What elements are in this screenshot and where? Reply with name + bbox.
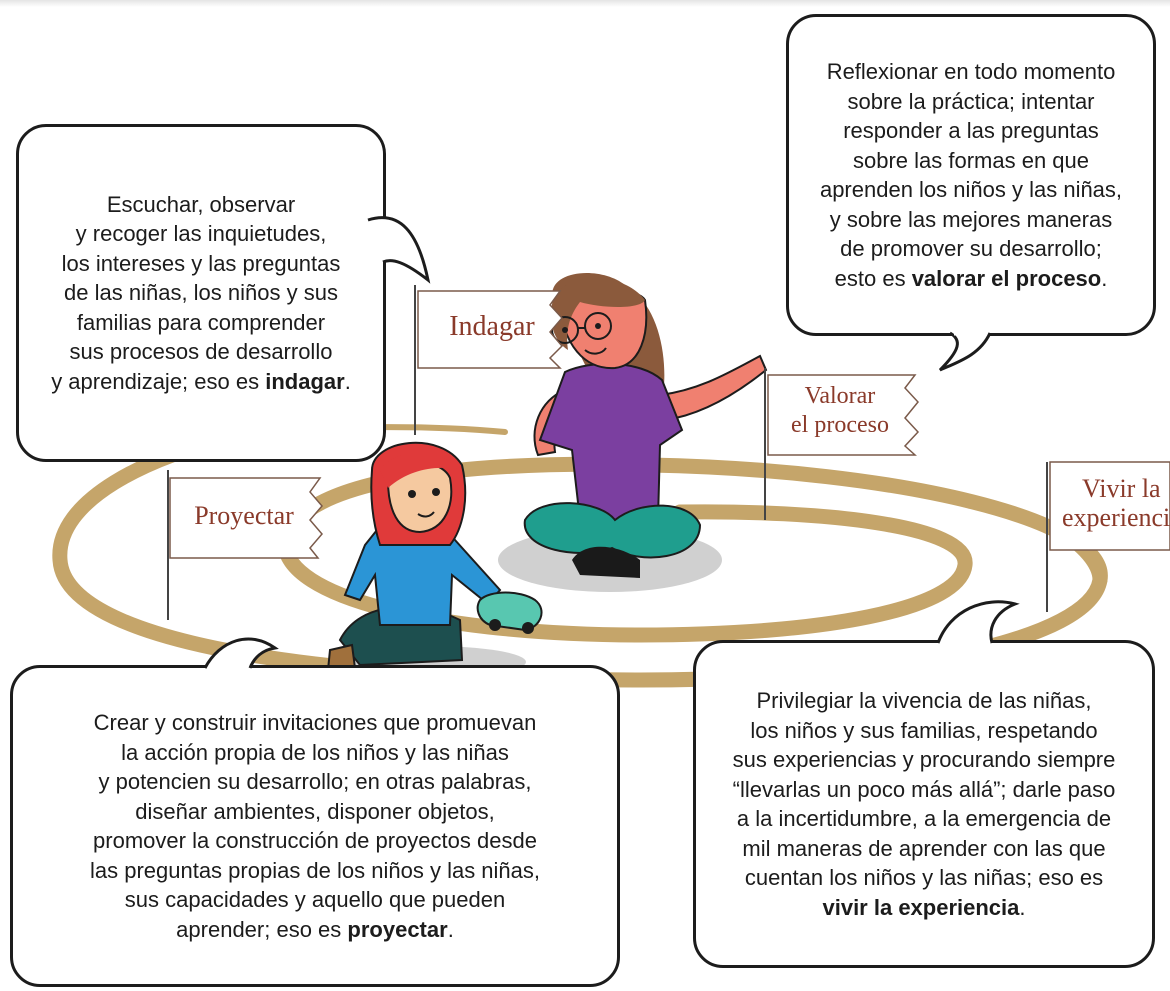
bubble-line: las preguntas propias de los niños y las… bbox=[89, 857, 541, 883]
flag-label-valorar-line-1: Valorar bbox=[804, 383, 876, 409]
bubble-line: Privilegiar la vivencia de las niñas, bbox=[756, 688, 1092, 713]
bubble-line: la acción propia de los niños y las niña… bbox=[121, 739, 509, 765]
last-line-suffix: . bbox=[1019, 894, 1026, 920]
bubble-line: y potencien su desarrollo; en otras pala… bbox=[98, 769, 532, 794]
bubble-line: sus capacidades y aquello que pueden bbox=[124, 887, 506, 912]
keyword-proyectar: proyectar bbox=[347, 916, 448, 942]
top-edge-shadow bbox=[0, 0, 1170, 7]
bubble-last-line: aprender; eso es proyectar. bbox=[176, 915, 454, 945]
flag-label-vivir-line-1: Vivir la bbox=[1082, 474, 1161, 503]
bubble-line: y sobre las mejores maneras bbox=[829, 206, 1113, 232]
flag-label-valorar: Valorar el proceso bbox=[775, 382, 905, 440]
bubble-line: los intereses y las preguntas bbox=[61, 250, 341, 276]
bubble-line: cuentan los niños y las niñas; eso es bbox=[744, 865, 1104, 890]
bubble-proyectar: Crear y construir invitaciones que promu… bbox=[10, 665, 620, 987]
bubble-last-line: y aprendizaje; eso es indagar. bbox=[51, 367, 351, 397]
bubble-valorar: Reflexionar en todo momento sobre la prá… bbox=[786, 14, 1156, 336]
flag-label-valorar-line-2: el proceso bbox=[791, 412, 889, 438]
flag-label-indagar: Indagar bbox=[449, 311, 535, 342]
bubble-line: los niños y sus familias, respetando bbox=[750, 717, 1098, 743]
bubble-line: Crear y construir invitaciones que promu… bbox=[93, 710, 537, 735]
bubble-vivir: Privilegiar la vivencia de las niñas, lo… bbox=[693, 640, 1155, 968]
keyword-indagar: indagar bbox=[265, 368, 345, 394]
flag-poles bbox=[167, 285, 1048, 620]
bubble-line: Reflexionar en todo momento bbox=[826, 59, 1116, 84]
bubble-line: promover la construcción de proyectos de… bbox=[93, 828, 537, 853]
bubble-line: sobre la práctica; intentar bbox=[847, 88, 1095, 114]
flag-label-proyectar: Proyectar bbox=[194, 501, 294, 530]
child-figure bbox=[326, 441, 543, 672]
teacher-figure bbox=[523, 273, 768, 578]
bubble-line: familias para comprender bbox=[76, 309, 326, 335]
last-line-suffix: . bbox=[1101, 265, 1108, 291]
flag-label-vivir: Vivir la experiencia bbox=[1062, 474, 1170, 532]
bubble-line: mil maneras de aprender con las que bbox=[742, 835, 1106, 861]
bubble-line: a la incertidumbre, a la emergencia de bbox=[736, 806, 1112, 831]
bubble-line: sobre las formas en que bbox=[852, 147, 1090, 173]
keyword-valorar: valorar el proceso bbox=[911, 265, 1102, 291]
keyword-vivir: vivir la experiencia bbox=[822, 894, 1020, 920]
flag-label-vivir-line-2: experiencia bbox=[1062, 503, 1170, 532]
bubble-indagar: Escuchar, observar y recoger las inquiet… bbox=[16, 124, 386, 462]
bubble-line: “llevarlas un poco más allá”; darle paso bbox=[732, 776, 1116, 802]
bubble-line: de las niñas, los niños y sus bbox=[64, 280, 338, 306]
bubble-line: responder a las preguntas bbox=[843, 118, 1099, 143]
last-line-suffix: . bbox=[447, 916, 454, 942]
bubble-line: sus procesos de desarrollo bbox=[69, 339, 333, 365]
bubble-last-line: esto es valorar el proceso. bbox=[835, 264, 1108, 294]
last-line-prefix: aprender; eso es bbox=[176, 916, 348, 942]
bubble-line: aprenden los niños y las niñas, bbox=[819, 177, 1123, 202]
bubble-line: diseñar ambientes, disponer objetos, bbox=[135, 798, 495, 824]
last-line-prefix: y aprendizaje; eso es bbox=[51, 368, 266, 394]
last-line-prefix: esto es bbox=[834, 265, 912, 291]
bubble-line: de promover su desarrollo; bbox=[840, 236, 1102, 261]
bubble-line: sus experiencias y procurando siempre bbox=[732, 747, 1116, 772]
last-line-suffix: . bbox=[344, 368, 351, 394]
bubble-line: Escuchar, observar bbox=[106, 191, 296, 217]
bubble-last-line: vivir la experiencia. bbox=[822, 893, 1025, 923]
flag-cloths bbox=[169, 290, 1170, 559]
bubble-line: y recoger las inquietudes, bbox=[75, 221, 327, 247]
